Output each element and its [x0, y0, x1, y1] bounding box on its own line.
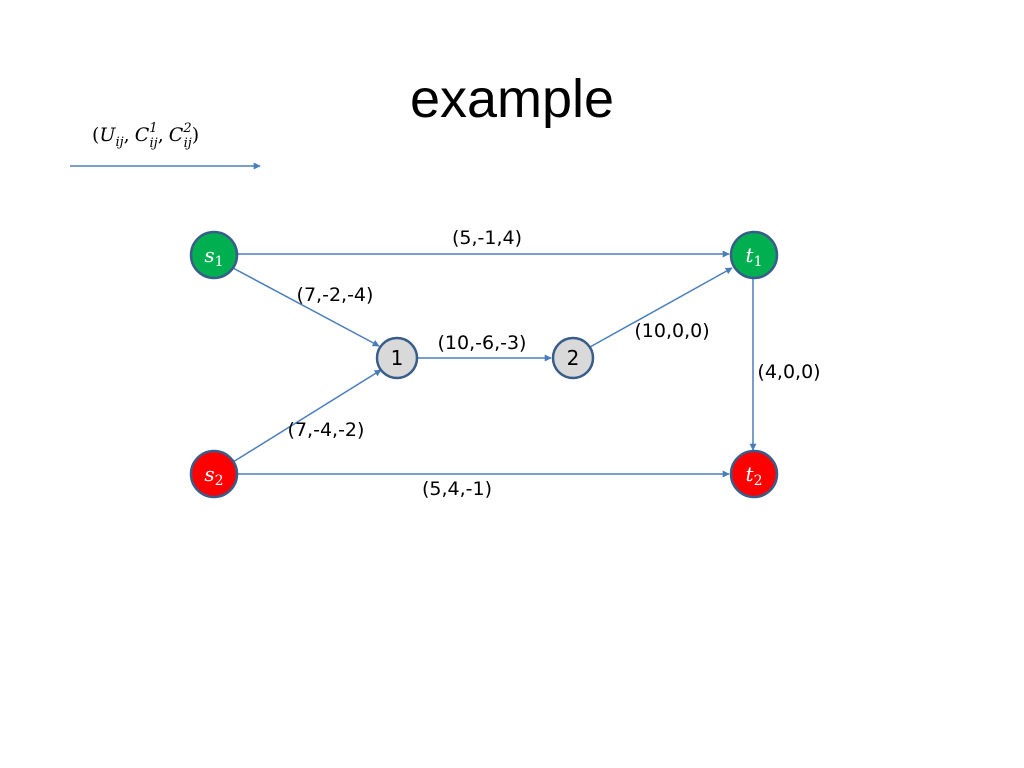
node-1: 1 [375, 336, 419, 380]
node-s1-label: s1 [204, 243, 223, 270]
node-t2-label: t2 [746, 462, 763, 489]
edge-s1-n1 [232, 267, 380, 347]
node-s1: s1 [189, 230, 239, 280]
node-2: 2 [551, 336, 595, 380]
legend-c1-sup: 1 [149, 121, 157, 136]
edge-label-n1-n2: (10,-6,-3) [438, 332, 527, 354]
node-s2-label: s2 [204, 462, 223, 489]
legend-c2: C [169, 124, 184, 146]
node-1-label: 1 [391, 346, 404, 370]
edge-label-s1-n1: (7,-2,-4) [297, 284, 374, 306]
legend-c2-sub: ij [184, 136, 192, 151]
node-s2-circle [189, 449, 239, 499]
edge-label-t1-t2: (4,0,0) [757, 361, 820, 383]
node-t1-label: t1 [746, 243, 763, 270]
node-1-circle [375, 336, 419, 380]
legend-close-paren: ) [192, 124, 199, 146]
node-2-label: 2 [567, 346, 580, 370]
edge-label-s2-n1: (7,-4,-2) [288, 419, 365, 441]
edge-label-s2-t2: (5,4,-1) [422, 478, 492, 500]
legend-c2-sup: 2 [182, 121, 191, 136]
node-t1-circle [729, 230, 779, 280]
edge-labels: (5,-1,4) (7,-2,-4) (10,-6,-3) (10,0,0) (… [288, 227, 821, 500]
node-t1: t1 [729, 230, 779, 280]
legend-comma-1: , [124, 124, 130, 146]
node-t2: t2 [729, 449, 779, 499]
node-s2: s2 [189, 449, 239, 499]
legend-c1-sub: ij [150, 136, 158, 151]
node-t2-circle [729, 449, 779, 499]
legend-u-sub: ij [115, 135, 123, 150]
legend-comma-2: , [158, 124, 164, 146]
edge-s2-n1 [232, 369, 382, 463]
edges [232, 250, 757, 478]
edge-label-s1-t1: (5,-1,4) [452, 227, 522, 249]
slide-title: example [410, 69, 614, 129]
legend-u: U [99, 124, 116, 146]
legend-open-paren: ( [92, 124, 99, 146]
edge-n2-t1 [589, 267, 733, 348]
node-s1-circle [189, 230, 239, 280]
node-2-circle [551, 336, 595, 380]
legend-c1: C [135, 124, 150, 146]
edge-label-n2-t1: (10,0,0) [634, 320, 709, 342]
